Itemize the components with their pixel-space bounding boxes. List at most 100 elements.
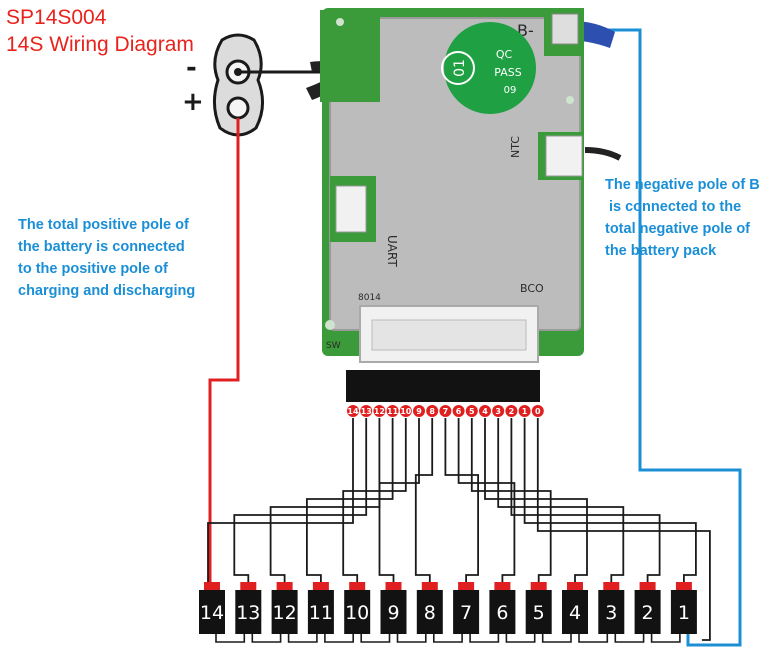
- mount-hole: [336, 18, 344, 26]
- pin-3: 3: [492, 405, 505, 417]
- cell-body: [271, 590, 298, 634]
- balance-wire-5: [470, 418, 552, 583]
- pin-12: 12: [373, 405, 386, 417]
- balance-wire-6: [457, 418, 516, 583]
- pin-11: 11: [386, 405, 399, 417]
- cell-positive-terminal: [458, 582, 475, 590]
- cell-body: [453, 590, 480, 634]
- cell-label: 13: [236, 602, 260, 624]
- pin-10: 10: [399, 405, 412, 417]
- diagram-model-title: SP14S004: [6, 6, 107, 29]
- cell-body: [598, 590, 625, 634]
- pin-8: 8: [426, 405, 439, 417]
- balance-wire-8: [414, 418, 434, 583]
- cell-positive-terminal: [530, 582, 547, 590]
- cell-label: 6: [496, 602, 508, 624]
- negative-wire: [570, 28, 742, 647]
- cell-positive-terminal: [421, 582, 438, 590]
- pin-label: 11: [387, 407, 399, 416]
- cell-9: 9: [380, 582, 407, 634]
- pin-label: 14: [347, 407, 359, 416]
- cell-label: 2: [642, 602, 654, 624]
- pin-7: 7: [439, 405, 452, 417]
- pin-14: 14: [347, 405, 359, 417]
- diagram-subtitle: 14S Wiring Diagram: [6, 33, 194, 56]
- pin-label: 9: [416, 407, 422, 416]
- pin-label: 3: [495, 407, 501, 416]
- cell-positive-terminal: [567, 582, 583, 590]
- positive-pole-note: The total positive pole of the battery i…: [18, 214, 195, 302]
- cell-4: 4: [562, 582, 588, 634]
- cell-positive-terminal: [603, 582, 620, 590]
- pin-label: 8: [429, 407, 435, 416]
- uart-label: UART: [385, 235, 399, 267]
- cell-1: 1: [670, 582, 697, 634]
- cell-11: 11: [307, 582, 334, 634]
- pin-label: 5: [469, 407, 475, 416]
- positive-note-line: The total positive pole of: [18, 217, 189, 233]
- pin-label: 2: [509, 407, 515, 416]
- negative-note-line: The negative pole of B: [605, 177, 760, 193]
- cell-positive-terminal: [349, 582, 366, 590]
- cell-body: [489, 590, 516, 634]
- cell-5: 5: [525, 582, 552, 634]
- qc-line2: PASS: [494, 66, 521, 79]
- negative-note-line: the battery pack: [605, 243, 717, 259]
- mount-hole: [566, 96, 574, 104]
- qc-pass-badge: 01 QC PASS 09: [441, 22, 536, 114]
- balance-wire-14: [207, 418, 354, 583]
- sw-label: SW: [326, 341, 341, 351]
- pcb-corner: [320, 10, 380, 102]
- qc-stamp-circle: [441, 51, 475, 85]
- cell-3: 3: [598, 582, 625, 634]
- positive-note-line: the battery is connected: [18, 239, 185, 255]
- qc-line3: 09: [504, 85, 517, 96]
- pin-label: 10: [400, 407, 412, 416]
- cell-13: 13: [235, 582, 262, 634]
- cell-label: 4: [569, 602, 581, 624]
- cell-positive-terminal: [240, 582, 257, 590]
- balance-wire-4: [484, 418, 588, 583]
- balance-wire-2: [510, 418, 661, 583]
- cell-label: 5: [533, 602, 545, 624]
- cell-body: [416, 590, 443, 634]
- positive-note-line: charging and discharging: [18, 283, 196, 299]
- pin-label: 1: [522, 407, 528, 416]
- cell-body: [380, 590, 407, 634]
- qc-badge-circle: [444, 22, 536, 114]
- ntc-cable: [584, 147, 622, 161]
- pin-1: 1: [518, 405, 531, 417]
- cell-positive-terminal: [385, 582, 402, 590]
- pin-label: 6: [456, 407, 462, 416]
- pin-4: 4: [479, 405, 491, 417]
- balance-wire-0: [536, 418, 711, 641]
- balance-wire-11: [305, 418, 394, 583]
- charge-discharge-connector: [213, 33, 264, 137]
- cell-body: [562, 590, 588, 634]
- cell-positive-terminal: [312, 582, 329, 590]
- cell-label: 7: [460, 602, 472, 624]
- pin-label: 12: [374, 407, 385, 416]
- pin-5: 5: [465, 405, 478, 417]
- cell-body: [344, 590, 371, 634]
- cell-12: 12: [271, 582, 298, 634]
- pin-13: 13: [360, 405, 373, 417]
- cell-14: 14: [199, 582, 225, 634]
- cell-label: 12: [273, 602, 297, 624]
- pin-label: 4: [482, 407, 488, 416]
- cell-positive-terminal: [639, 582, 656, 590]
- mount-hole: [325, 320, 335, 330]
- cell-2: 2: [634, 582, 661, 634]
- cell-8: 8: [416, 582, 443, 634]
- balance-wire-1: [523, 418, 697, 583]
- balance-wire-10: [342, 418, 407, 583]
- cell-label: 8: [424, 602, 436, 624]
- pin-0: 0: [531, 405, 544, 417]
- cell-label: 10: [345, 602, 369, 624]
- cell-positive-terminal: [494, 582, 511, 590]
- cell-positive-terminal: [276, 582, 293, 590]
- balance-header: [346, 370, 540, 402]
- balance-wire-3: [497, 418, 625, 583]
